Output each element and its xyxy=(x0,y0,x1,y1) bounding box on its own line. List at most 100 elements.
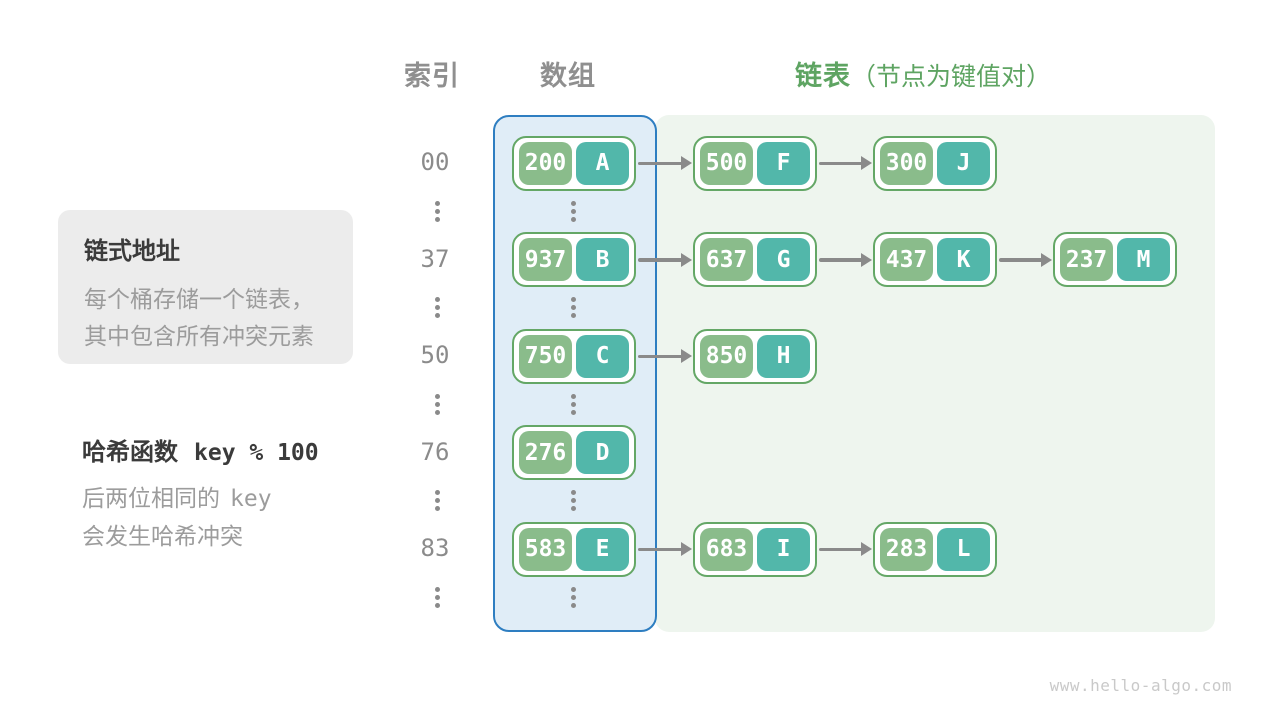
ellipsis-dots xyxy=(570,200,576,222)
concept-callout: 链式地址 每个桶存储一个链表， 其中包含所有冲突元素 xyxy=(58,210,353,364)
arrow-head xyxy=(681,252,692,267)
node-value: J xyxy=(937,141,990,185)
ellipsis-dots xyxy=(434,393,440,415)
watermark: www.hello-algo.com xyxy=(1049,676,1232,695)
ellipsis-dot xyxy=(434,594,440,600)
ellipsis-dots xyxy=(434,297,440,319)
ellipsis-dot xyxy=(570,208,576,214)
node-value: M xyxy=(1117,238,1170,281)
ellipsis-dots xyxy=(570,297,576,319)
ellipsis-dots xyxy=(434,586,440,608)
arrow-head xyxy=(861,542,872,556)
arrow-shaft xyxy=(819,258,864,262)
arrow-icon xyxy=(638,349,692,363)
node-value: H xyxy=(757,334,810,378)
arrow-head xyxy=(1041,252,1052,267)
ellipsis-dot xyxy=(434,208,440,214)
header-list: 链表（节点为键值对） xyxy=(795,54,1051,93)
hash-note-formula: key % 100 xyxy=(194,440,319,466)
arrow-icon xyxy=(819,156,872,170)
ellipsis-dot xyxy=(434,393,440,399)
callout-line-2: 其中包含所有冲突元素 xyxy=(84,323,314,349)
arrow-head xyxy=(681,349,692,363)
header-list-label: 链表 xyxy=(795,61,851,91)
node-value: A xyxy=(576,141,629,185)
node-value: K xyxy=(937,238,990,281)
ellipsis-dots xyxy=(570,586,576,608)
arrow-icon xyxy=(819,542,872,556)
callout-title: 链式地址 xyxy=(84,238,180,265)
node-key: 283 xyxy=(880,527,933,571)
node-key: 637 xyxy=(700,238,753,281)
ellipsis-dot xyxy=(434,409,440,415)
ellipsis-dots xyxy=(570,393,576,415)
arrow-shaft xyxy=(638,354,684,358)
ellipsis-dot xyxy=(570,409,576,415)
index-label: 50 xyxy=(420,341,450,369)
callout-line-1: 每个桶存储一个链表， xyxy=(84,286,314,312)
ellipsis-dot xyxy=(434,297,440,303)
ellipsis-dot xyxy=(434,586,440,592)
node-value: G xyxy=(757,238,810,281)
hash-note-line-1-code: key xyxy=(230,486,272,512)
index-label: 83 xyxy=(420,534,450,562)
ellipsis-dots xyxy=(570,490,576,512)
hash-note-line-1-text: 后两位相同的 xyxy=(82,485,220,511)
arrow-shaft xyxy=(819,161,864,165)
hash-note-title-row: 哈希函数 key % 100 xyxy=(82,432,319,467)
ellipsis-dot xyxy=(434,490,440,496)
arrow-icon xyxy=(638,252,692,267)
ellipsis-dots xyxy=(434,490,440,512)
node-key: 276 xyxy=(519,431,572,474)
index-label: 37 xyxy=(420,244,450,273)
arrow-head xyxy=(681,542,692,556)
index-label: 76 xyxy=(420,437,450,466)
arrow-shaft xyxy=(638,161,684,165)
arrow-icon xyxy=(819,252,872,267)
node-value: F xyxy=(757,141,810,185)
node-key: 437 xyxy=(880,238,933,281)
arrow-shaft xyxy=(638,547,684,551)
ellipsis-dot xyxy=(434,498,440,504)
node-key: 850 xyxy=(700,334,753,378)
arrow-head xyxy=(681,156,692,170)
hash-note-title: 哈希函数 xyxy=(82,439,178,466)
ellipsis-dot xyxy=(570,594,576,600)
node-value: B xyxy=(576,238,629,281)
node-key: 683 xyxy=(700,527,753,571)
arrow-icon xyxy=(638,542,692,556)
ellipsis-dot xyxy=(570,490,576,496)
ellipsis-dot xyxy=(434,602,440,608)
arrow-head xyxy=(861,156,872,170)
arrow-shaft xyxy=(999,258,1044,262)
hash-function-note: 哈希函数 key % 100 后两位相同的 key 会发生哈希冲突 xyxy=(82,432,319,555)
arrow-shaft xyxy=(819,547,864,551)
ellipsis-dot xyxy=(434,506,440,512)
ellipsis-dot xyxy=(570,393,576,399)
node-value: D xyxy=(576,431,629,474)
node-value: E xyxy=(576,527,629,571)
ellipsis-dot xyxy=(570,216,576,222)
node-key: 200 xyxy=(519,141,572,185)
ellipsis-dot xyxy=(570,586,576,592)
ellipsis-dot xyxy=(570,297,576,303)
node-key: 500 xyxy=(700,141,753,185)
ellipsis-dot xyxy=(570,401,576,407)
hash-note-line-2: 会发生哈希冲突 xyxy=(82,523,243,549)
node-key: 583 xyxy=(519,527,572,571)
